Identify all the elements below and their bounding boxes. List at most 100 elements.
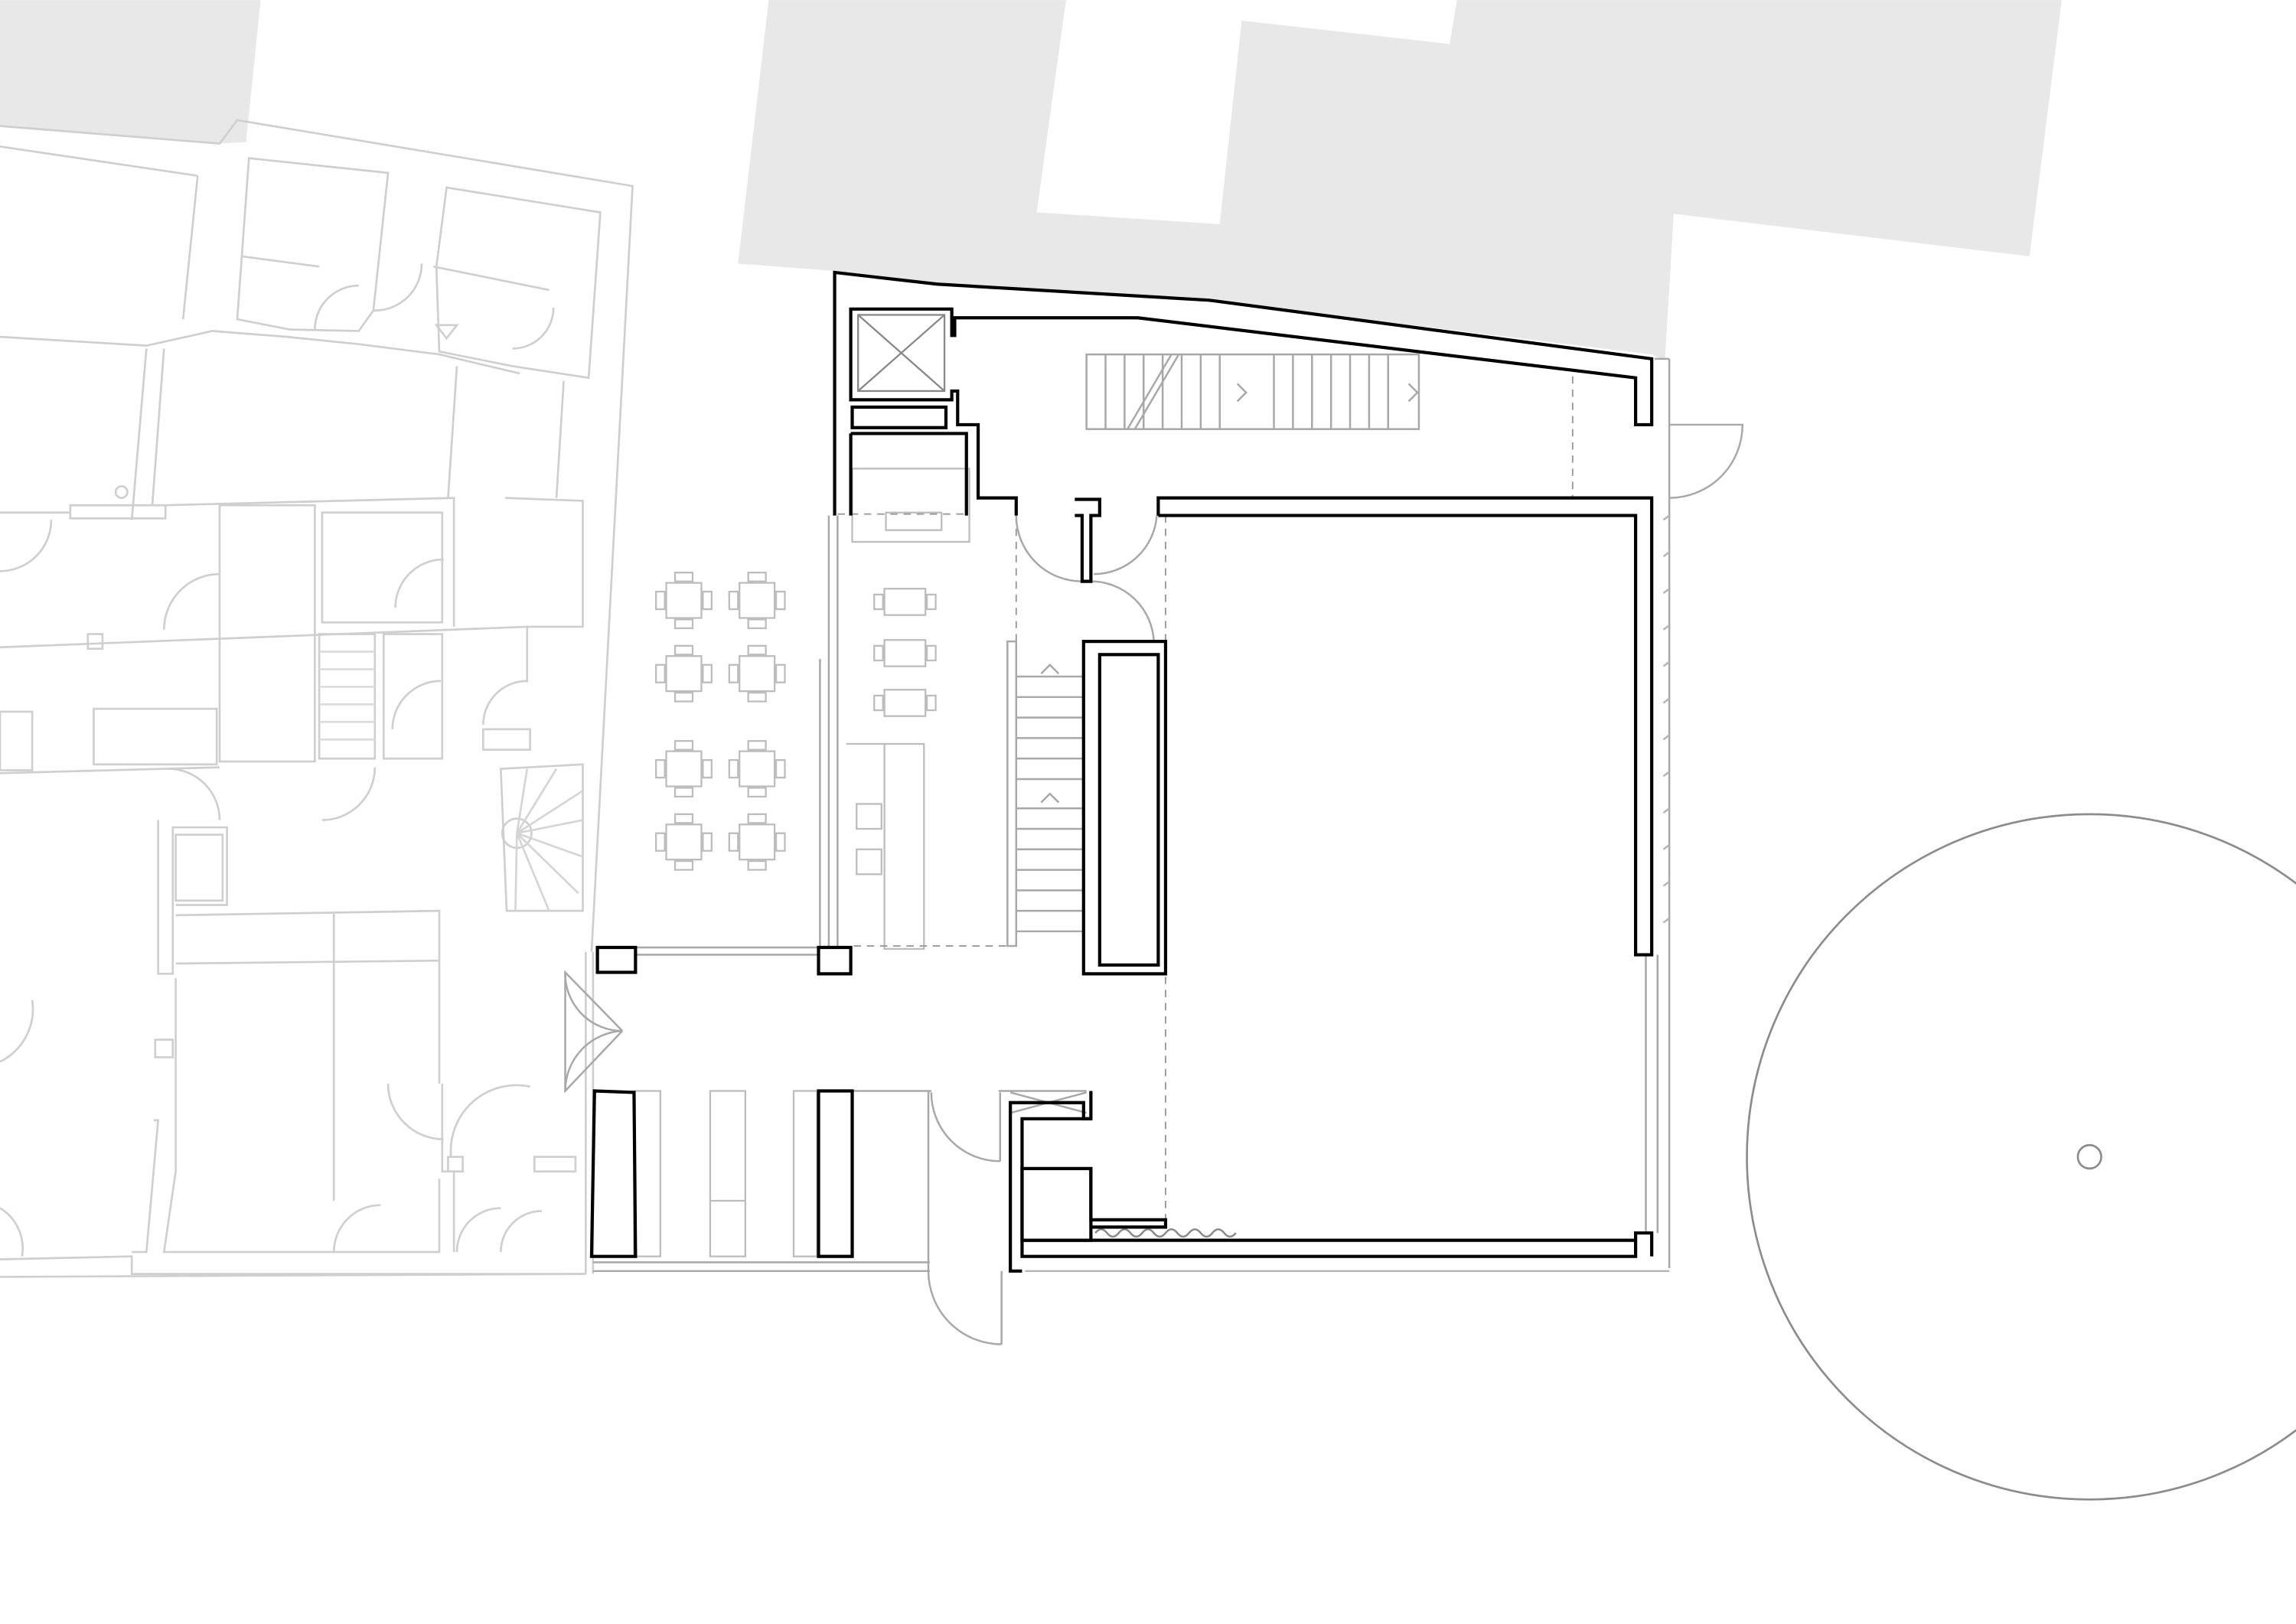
door-swing [1091,580,1155,642]
existing-outline-top [0,119,634,952]
facade-pier [817,1089,854,1258]
existing-wall [0,330,520,375]
existing-door-swing [0,1207,24,1257]
existing-marker-triangle [434,324,459,341]
existing-door-swing [321,767,377,821]
existing-wall-segment [93,707,218,766]
column [595,945,638,974]
existing-wall [157,820,228,975]
existing-wall-segment [0,710,34,771]
table-with-four-chairs [728,644,786,703]
existing-wall [505,497,584,683]
facade-pier [589,1089,638,1258]
existing-door-swing [394,558,444,608]
existing-door-swing [314,284,359,330]
stair-core-outer [1081,640,1168,976]
table-with-two-chairs [873,639,937,667]
existing-wall [165,497,455,627]
existing-column [86,633,104,651]
door-swing [1094,515,1158,576]
curtain [1094,1228,1237,1238]
existing-wall [447,366,458,498]
elevator-car [857,314,946,393]
existing-structures [0,119,634,1278]
spiral-stair-outline [499,763,584,912]
round-plaza [1746,813,2296,1501]
existing-wall-segment [69,504,167,520]
table-with-two-chairs [873,689,937,717]
existing-room-top-2 [435,186,602,380]
existing-wall-segment [533,1156,577,1173]
table-with-four-chairs [654,644,713,703]
existing-wall-segment [482,728,531,752]
spiral-stair-treads [514,768,584,911]
existing-room [382,633,444,760]
north-wall-outer [833,270,1654,516]
existing-wall [181,175,199,320]
existing-wall [0,1255,586,1275]
existing-door-swing [373,263,423,312]
existing-stair [318,633,377,760]
service-block [1020,1091,1654,1258]
stair-core-inner [1097,653,1160,967]
existing-door-swing [0,520,53,572]
existing-wall [0,625,527,649]
neighbor-buildings [0,0,2062,360]
existing-wall [175,909,441,1084]
existing-door-swing [332,1204,381,1252]
wall-panel [709,1090,746,1257]
existing-wall [130,348,148,520]
service-room [1020,1166,1093,1242]
existing-wall [151,348,165,506]
stool [856,848,882,876]
column [817,945,853,976]
existing-wall [132,1119,160,1254]
table-with-four-chairs [728,572,786,630]
existing-wall [0,766,220,774]
facade-hatch [1025,514,1670,1273]
existing-door-swing [455,1207,501,1252]
existing-wall [555,380,565,498]
stair-direction-arrow [1040,792,1060,804]
plaza-circle [1746,813,2296,1501]
existing-wall [0,1273,586,1278]
existing-door-swing [512,307,555,350]
stool [856,803,882,830]
existing-wall [433,265,550,292]
stair-direction-arrow [1040,663,1060,675]
elevator-cross [857,314,945,392]
table-with-four-chairs [654,813,713,871]
neighbor-building-top [738,0,2062,360]
existing-door-swing [386,1083,444,1140]
door-swing-east [1669,423,1744,499]
service-block-outer [1009,1101,1091,1273]
existing-room [174,833,224,902]
door-swing [930,1092,1000,1163]
upper-stair [1085,353,1420,430]
pier-top [1075,497,1101,583]
table-with-four-chairs [654,740,713,798]
main-hall-north-east-walls [1156,496,1654,957]
existing-column-round [114,484,129,499]
neighbor-building-left [0,0,261,144]
service-room-wall [1089,1168,1168,1229]
table-with-four-chairs [728,813,786,871]
wall-panel [633,1090,662,1257]
counter [883,742,925,951]
wall-panel [792,1090,818,1257]
existing-stair-treads [319,651,375,741]
existing-door-swing [449,1084,530,1157]
main-stair [1006,640,1018,947]
stair-break-line [1133,354,1180,430]
upper-stair-treads [1104,354,1390,429]
existing-door-swing [168,768,221,820]
doors-and-stairs [564,353,1744,1345]
plaza-center-marker [2076,1143,2102,1170]
existing-wall [241,255,320,268]
door-swing [927,1270,1002,1345]
cafe-furniture [633,468,970,1257]
table-with-two-chairs [873,588,937,616]
existing-door-swing [499,1210,542,1252]
new-walls [589,270,1654,1273]
